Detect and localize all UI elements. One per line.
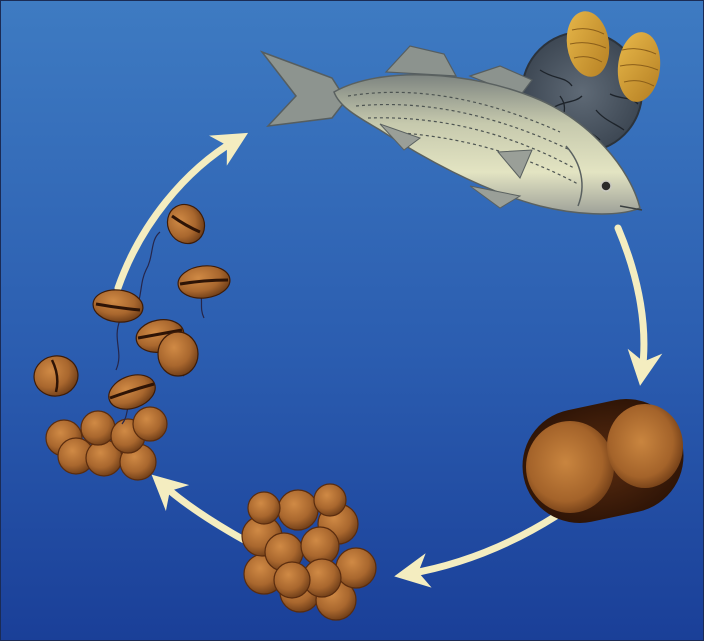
fish-eye [601,181,611,191]
cyst-cell-left [526,421,614,513]
zoospore-5 [158,332,198,376]
cyst-cell-right [607,404,683,488]
